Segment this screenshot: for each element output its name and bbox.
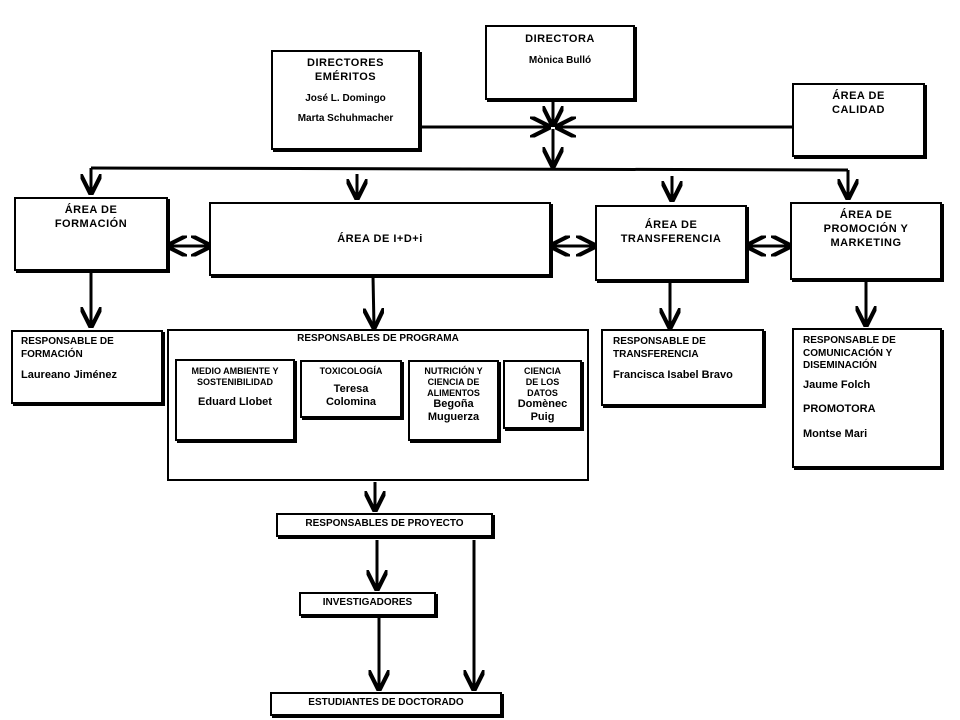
emeritos-name-2: Marta Schuhmacher bbox=[297, 113, 394, 124]
calidad-title: ÁREA DE CALIDAD bbox=[832, 90, 885, 116]
connector-idi-programa bbox=[373, 275, 374, 327]
promocion-box: ÁREA DE PROMOCIÓN Y MARKETING bbox=[790, 202, 942, 280]
resp-comunicacion-box: RESPONSABLE DE COMUNICACIÓN Y DISEMINACI… bbox=[792, 328, 942, 468]
formacion-title: ÁREA DE FORMACIÓN bbox=[54, 204, 128, 230]
proyecto-title: RESPONSABLES DE PROYECTO bbox=[305, 518, 464, 529]
programa-toxicologia: TOXICOLOGÍA Teresa Colomina bbox=[300, 360, 402, 418]
programa-medio-ambiente: MEDIO AMBIENTE Y SOSTENIBILIDAD Eduard L… bbox=[175, 359, 295, 441]
investigadores-title: INVESTIGADORES bbox=[322, 597, 413, 608]
transferencia-box: ÁREA DE TRANSFERENCIA bbox=[595, 205, 747, 281]
calidad-box: ÁREA DE CALIDAD bbox=[792, 83, 925, 157]
connector-bus bbox=[90, 166, 849, 172]
promocion-title: ÁREA DE PROMOCIÓN Y MARKETING bbox=[823, 209, 909, 249]
programa-medio-ambiente-name: Eduard Llobet bbox=[198, 395, 272, 408]
directora-name: Mònica Bulló bbox=[528, 54, 592, 66]
resp-formacion-box: RESPONSABLE DE FORMACIÓN Laureano Jiméne… bbox=[11, 330, 163, 404]
resp-transferencia-title: RESPONSABLE DE TRANSFERENCIA bbox=[613, 336, 706, 360]
resp-formacion-title: RESPONSABLE DE FORMACIÓN bbox=[21, 336, 114, 360]
resp-comunicacion-subtitle: PROMOTORA bbox=[803, 403, 876, 416]
estudiantes-title: ESTUDIANTES DE DOCTORADO bbox=[308, 697, 464, 708]
formacion-box: ÁREA DE FORMACIÓN bbox=[14, 197, 168, 271]
proyecto-box: RESPONSABLES DE PROYECTO bbox=[276, 513, 493, 537]
emeritos-title: DIRECTORES EMÉRITOS bbox=[307, 57, 384, 83]
programa-ciencia-datos: CIENCIA DE LOS DATOS Domènec Puig bbox=[503, 360, 582, 429]
resp-comunicacion-title: RESPONSABLE DE COMUNICACIÓN Y DISEMINACI… bbox=[803, 335, 896, 371]
idi-box: ÁREA DE I+D+i bbox=[209, 202, 551, 276]
programa-toxicologia-title: TOXICOLOGÍA bbox=[319, 366, 383, 376]
programa-nutricion-name: Begoña Muguerza bbox=[427, 398, 480, 424]
programa-ciencia-datos-title: CIENCIA DE LOS DATOS bbox=[523, 366, 561, 398]
programa-nutricion-title: NUTRICIÓN Y CIENCIA DE ALIMENTOS bbox=[424, 366, 483, 398]
programa-title: RESPONSABLES DE PROGRAMA bbox=[297, 333, 459, 344]
directora-box: DIRECTORA Mònica Bulló bbox=[485, 25, 635, 100]
emeritos-name-1: José L. Domingo bbox=[305, 92, 386, 104]
directora-title: DIRECTORA bbox=[525, 33, 595, 45]
resp-comunicacion-name2: Montse Mari bbox=[803, 428, 868, 440]
programa-medio-ambiente-title: MEDIO AMBIENTE Y SOSTENIBILIDAD bbox=[191, 366, 279, 388]
resp-comunicacion-name: Jaume Folch bbox=[803, 378, 871, 391]
estudiantes-box: ESTUDIANTES DE DOCTORADO bbox=[270, 692, 502, 716]
programa-nutricion: NUTRICIÓN Y CIENCIA DE ALIMENTOS Begoña … bbox=[408, 360, 499, 441]
emeritos-box: DIRECTORES EMÉRITOS José L. Domingo Mart… bbox=[271, 50, 420, 150]
programa-ciencia-datos-name: Domènec Puig bbox=[517, 398, 568, 424]
transferencia-title: ÁREA DE TRANSFERENCIA bbox=[620, 219, 722, 245]
resp-transferencia-name: Francisca Isabel Bravo bbox=[613, 369, 733, 381]
idi-title: ÁREA DE I+D+i bbox=[337, 233, 423, 245]
programa-toxicologia-name: Teresa Colomina bbox=[325, 383, 377, 408]
resp-transferencia-box: RESPONSABLE DE TRANSFERENCIA Francisca I… bbox=[601, 329, 764, 406]
resp-formacion-name: Laureano Jiménez bbox=[21, 369, 117, 381]
investigadores-box: INVESTIGADORES bbox=[299, 592, 436, 616]
